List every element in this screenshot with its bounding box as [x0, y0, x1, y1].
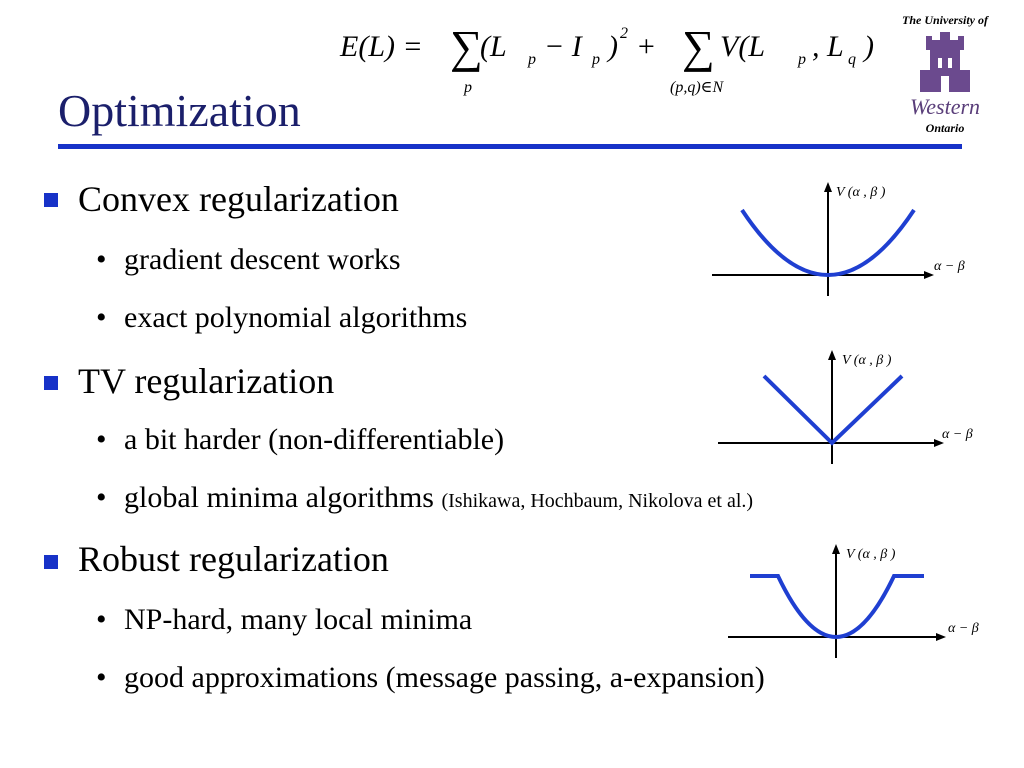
sub-bullet-global: global minima algorithms (Ishikawa, Hoch… [124, 481, 753, 515]
term2-comma: , L [812, 30, 844, 63]
tv-potential-plot: V (α , β ) α − β [718, 350, 973, 464]
bullet-dot-icon: • [96, 423, 107, 456]
title-underline [58, 144, 962, 149]
sub-bullet-approx: good approximations (message passing, a-… [124, 661, 765, 694]
sum2-symbol: ∑ [682, 21, 715, 72]
robust-potential-plot: V (α , β ) α − β [728, 544, 979, 658]
convex-potential-plot: V (α , β ) α − β [712, 182, 965, 296]
university-logo: The University of Western Ontario [902, 13, 989, 135]
plot2-xlabel: α − β [942, 427, 973, 442]
robust-curve [750, 574, 924, 639]
x-axis-arrow [924, 271, 934, 279]
term2: V(L [720, 30, 765, 63]
sum1-symbol: ∑ [450, 21, 483, 72]
y-axis-arrow [828, 350, 836, 360]
plot2-ylabel: V (α , β ) [842, 353, 892, 368]
bullet-dot-icon: • [96, 243, 107, 276]
plot3-xlabel: α − β [948, 621, 979, 636]
term2-sub-q: q [848, 51, 856, 68]
equation-lhs: E(L) = [339, 30, 423, 63]
bullet-dot-icon: • [96, 481, 107, 514]
sum1-subscript: p [463, 79, 472, 96]
sub-bullet-global-text: global minima algorithms [124, 481, 434, 514]
term1-minus: − I [544, 30, 584, 63]
plus-sign: + [636, 30, 656, 63]
term1-sub2: p [591, 51, 600, 68]
term1-sup: 2 [620, 25, 628, 42]
logo-line2: Western [910, 94, 980, 119]
slide-title: Optimization [58, 85, 301, 136]
sum2-subscript: (p,q)∈N [670, 79, 725, 96]
logo-line1: The University of [902, 13, 989, 27]
bullet-dot-icon: • [96, 603, 107, 636]
logo-line3: Ontario [926, 121, 965, 135]
bullet-square-icon [44, 193, 58, 207]
sub-bullet-harder: a bit harder (non-differentiable) [124, 423, 505, 456]
bullet-robust: Robust regularization [78, 539, 389, 579]
sub-bullet-exact: exact polynomial algorithms [124, 301, 468, 334]
term1: (L [480, 30, 507, 63]
bullet-square-icon [44, 376, 58, 390]
energy-equation: E(L) = ∑ p (L p − I p ) 2 + ∑ (p,q)∈N V(… [339, 21, 874, 96]
term2-sub-p: p [797, 51, 806, 68]
x-axis-arrow [934, 439, 944, 447]
bullet-dot-icon: • [96, 301, 107, 334]
term1-close: ) [606, 30, 618, 63]
convex-curve [740, 208, 916, 277]
bullet-dot-icon: • [96, 661, 107, 694]
sub-bullet-gradient: gradient descent works [124, 243, 401, 276]
y-axis-arrow [832, 544, 840, 554]
sub-bullet-nphard: NP-hard, many local minima [124, 603, 473, 636]
plot1-xlabel: α − β [934, 259, 965, 274]
plot3-ylabel: V (α , β ) [846, 547, 896, 562]
tv-curve [762, 374, 904, 446]
tower-icon [920, 32, 970, 92]
citation-note: (Ishikawa, Hochbaum, Nikolova et al.) [441, 490, 754, 512]
bullet-convex: Convex regularization [78, 179, 399, 219]
x-axis-arrow [936, 633, 946, 641]
y-axis-arrow [824, 182, 832, 192]
bullet-square-icon [44, 555, 58, 569]
bullet-tv: TV regularization [78, 361, 335, 401]
term1-sub: p [527, 51, 536, 68]
term2-close: ) [862, 30, 874, 63]
plot1-ylabel: V (α , β ) [836, 185, 886, 200]
